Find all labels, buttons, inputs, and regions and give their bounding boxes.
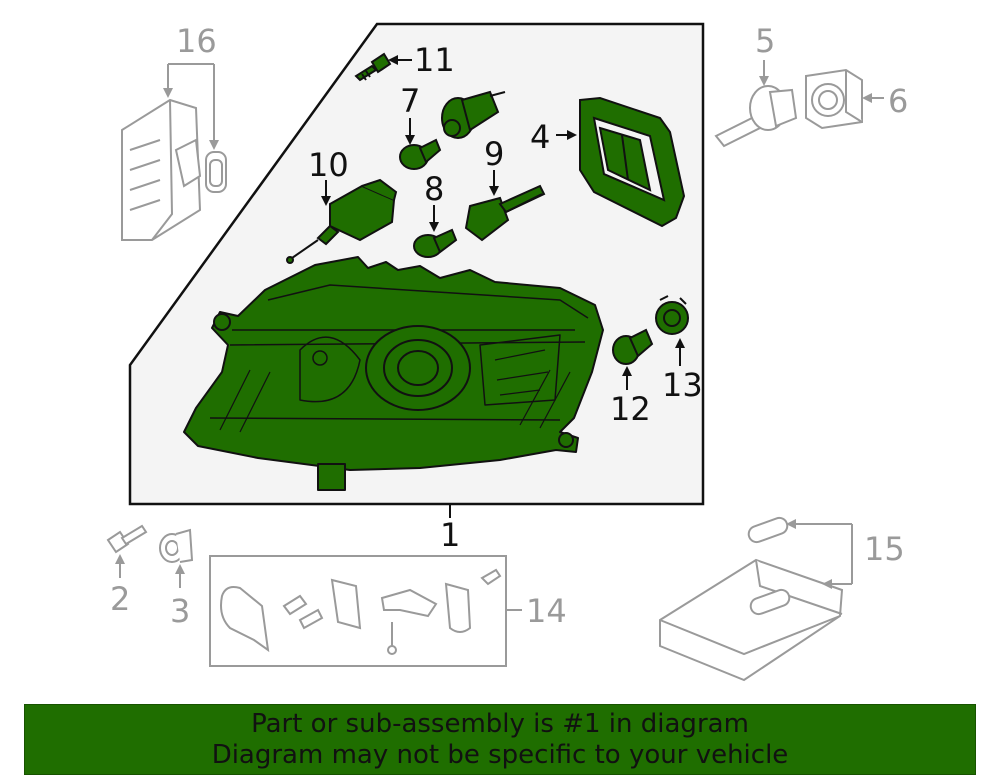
arrowhead-6 <box>862 93 872 103</box>
cap-part-6[interactable] <box>805 68 863 130</box>
callout-12: 12 <box>610 390 651 428</box>
bulb-part-5[interactable] <box>714 85 798 148</box>
arrowhead-11 <box>388 55 398 65</box>
callout-16: 16 <box>176 22 217 60</box>
info-banner: Part or sub-assembly is #1 in diagram Di… <box>24 704 976 775</box>
socket-part-9[interactable] <box>464 184 546 242</box>
arrowhead-15-bottom <box>822 579 832 589</box>
callout-13: 13 <box>662 366 703 404</box>
callout-4: 4 <box>530 118 550 156</box>
arrowhead-8 <box>429 222 439 232</box>
arrowhead-13 <box>675 338 685 348</box>
callout-7: 7 <box>400 82 420 120</box>
arrowhead-16-a <box>163 88 173 98</box>
callout-3: 3 <box>170 592 190 630</box>
screw-part-11[interactable] <box>354 52 392 82</box>
bulb-part-8[interactable] <box>413 228 458 258</box>
leveling-motor-part-10[interactable] <box>286 178 398 264</box>
callout-9: 9 <box>484 135 504 173</box>
arrowhead-5 <box>759 76 769 86</box>
bulb-part-7[interactable] <box>399 138 442 170</box>
control-module-part-16[interactable] <box>121 98 227 241</box>
socket-part-13[interactable] <box>655 295 689 335</box>
arrowhead-15-top <box>786 519 796 529</box>
callout-14: 14 <box>526 592 567 630</box>
arrowhead-10 <box>321 196 331 206</box>
arrowhead-3 <box>175 564 185 574</box>
banner-line-2: Diagram may not be specific to your vehi… <box>211 739 789 770</box>
arrowhead-12 <box>622 366 632 376</box>
arrowhead-9 <box>489 186 499 196</box>
cover-part-4[interactable] <box>579 96 686 228</box>
callout-6: 6 <box>888 82 908 120</box>
bulb-part-12[interactable] <box>612 328 654 365</box>
arrowhead-4 <box>567 130 577 140</box>
banner-line-1: Part or sub-assembly is #1 in diagram <box>251 708 749 739</box>
callout-10: 10 <box>308 146 349 184</box>
callout-5: 5 <box>755 22 775 60</box>
callout-2: 2 <box>110 580 130 618</box>
callout-1: 1 <box>440 516 460 554</box>
bolt-part-2[interactable] <box>106 524 148 554</box>
headlamp-assembly[interactable] <box>183 256 604 491</box>
bulb-socket[interactable] <box>441 90 506 139</box>
callout-15: 15 <box>864 530 905 568</box>
arrowhead-2 <box>115 554 125 564</box>
grommet-part-3[interactable] <box>159 528 194 563</box>
callout-11: 11 <box>414 41 455 79</box>
arrowhead-16-b <box>209 140 219 150</box>
bracket-kit-items <box>220 568 502 655</box>
callout-8: 8 <box>424 170 444 208</box>
ballast-module-part-15[interactable] <box>659 516 844 682</box>
arrowhead-7 <box>405 135 415 145</box>
